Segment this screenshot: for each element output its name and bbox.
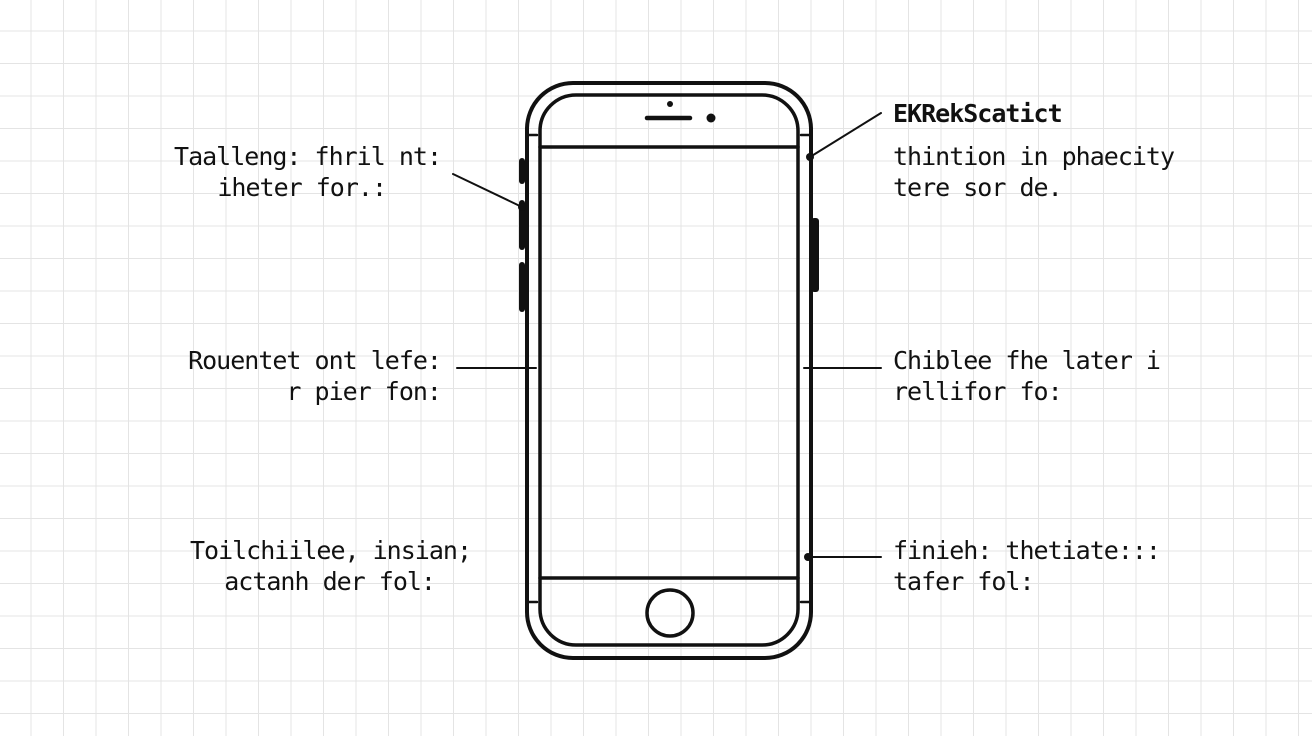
callout-mid-left-line-1: Rouentet ont lefe: bbox=[188, 346, 442, 375]
callout-mid-right: Chiblee fhe later i rellifor fo: bbox=[893, 345, 1161, 407]
anchor-dot-bottom-right bbox=[804, 553, 812, 561]
callout-mid-right-line-2: rellifor fo: bbox=[893, 377, 1063, 406]
proximity-sensor bbox=[667, 101, 673, 107]
callout-mid-left-line-2: r pier fon: bbox=[286, 377, 442, 406]
anchor-dot-top-left bbox=[518, 203, 526, 211]
callout-top-right: EKRekScatict thintion in phaecity tere s… bbox=[893, 98, 1175, 203]
callout-top-right-heading: EKRekScatict bbox=[893, 99, 1063, 128]
home-button bbox=[645, 588, 695, 638]
callout-bottom-left-line-2: actanh der fol: bbox=[224, 567, 436, 596]
front-camera bbox=[706, 113, 716, 123]
callout-mid-left: Rouentet ont lefe: r pier fon: bbox=[188, 345, 442, 407]
callout-bottom-right-line-2: tafer fol: bbox=[893, 567, 1035, 596]
callout-top-left-line-1: Taalleng: fhril nt: bbox=[174, 142, 442, 171]
phone-inner-frame bbox=[538, 93, 800, 647]
volume-down-button bbox=[519, 262, 525, 312]
callout-top-left-line-2: iheter for.: bbox=[217, 173, 387, 202]
callout-bottom-left-line-1: Toilchiilee, insian; bbox=[189, 536, 472, 565]
callout-top-right-line-1: thintion in phaecity bbox=[893, 142, 1175, 171]
leader-line-top-right bbox=[809, 112, 882, 158]
callout-mid-right-line-1: Chiblee fhe later i bbox=[893, 346, 1161, 375]
phone-outer-frame bbox=[525, 81, 813, 660]
leader-line-top-left bbox=[452, 173, 523, 208]
anchor-dot-top-right bbox=[806, 153, 814, 161]
callout-bottom-left: Toilchiilee, insian; actanh der fol: bbox=[189, 535, 472, 597]
mute-switch bbox=[519, 158, 525, 184]
callout-bottom-right-line-1: finieh: thetiate::: bbox=[893, 536, 1161, 565]
callout-top-left: Taalleng: fhril nt: iheter for.: bbox=[174, 141, 442, 203]
power-button bbox=[811, 218, 819, 292]
volume-up-button bbox=[519, 200, 525, 250]
callout-bottom-right: finieh: thetiate::: tafer fol: bbox=[893, 535, 1161, 597]
callout-top-right-line-2: tere sor de. bbox=[893, 173, 1063, 202]
